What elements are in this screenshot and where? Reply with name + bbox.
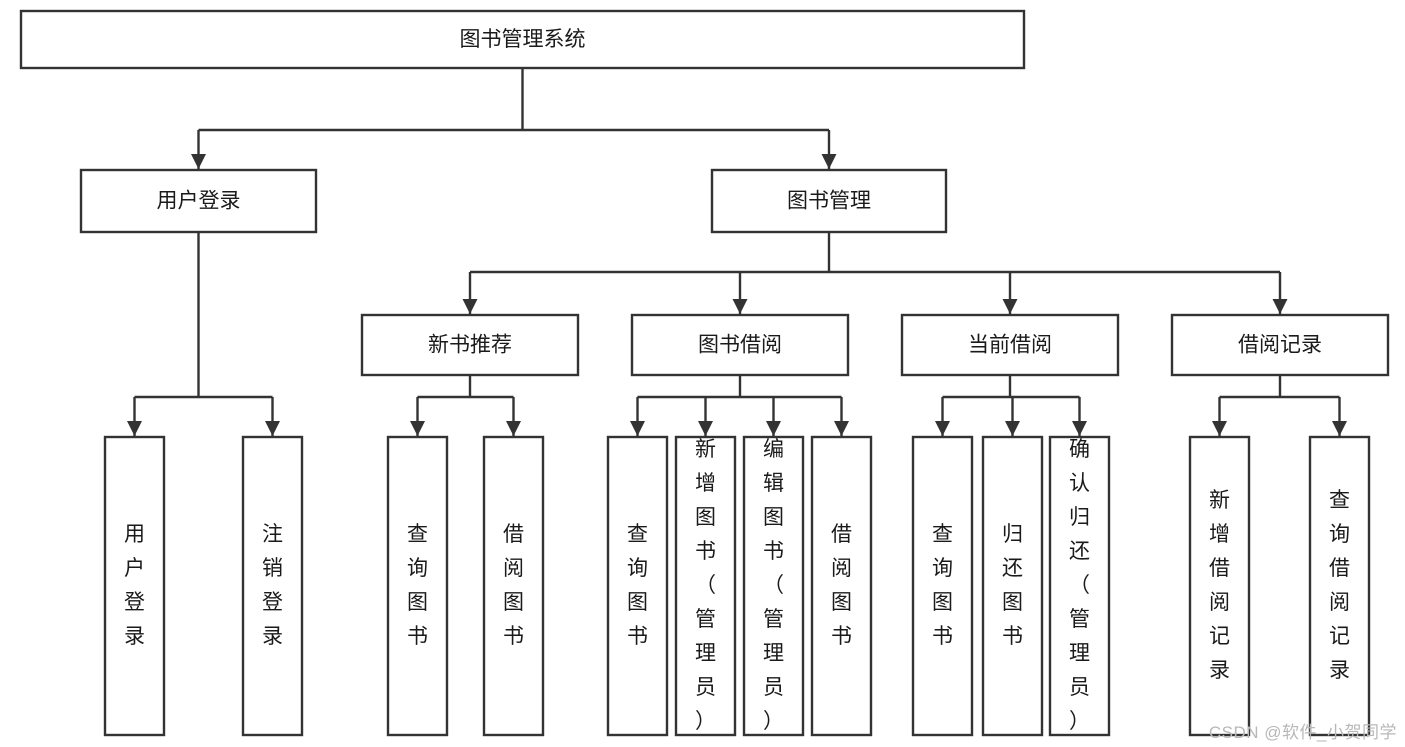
node-label: 编辑图书（管理员） xyxy=(763,438,784,733)
node-label: 确认归还（管理员） xyxy=(1069,438,1090,733)
node-leaf-edit-book[interactable]: 编辑图书（管理员） xyxy=(742,435,805,737)
node-box xyxy=(1308,435,1371,737)
edge-group-book-borrow xyxy=(630,375,849,436)
node-book-manage[interactable]: 图书管理 xyxy=(710,168,948,234)
node-label: 查询图书 xyxy=(932,523,953,648)
node-box xyxy=(241,435,304,737)
node-leaf-add-record[interactable]: 新增借阅记录 xyxy=(1188,435,1251,737)
node-user-login[interactable]: 用户登录 xyxy=(79,168,318,234)
node-label: 查询图书 xyxy=(627,523,648,648)
node-box xyxy=(630,313,850,377)
node-box xyxy=(710,168,948,234)
arrow-head xyxy=(1272,299,1288,314)
node-box xyxy=(674,435,737,737)
arrow-head xyxy=(935,421,950,436)
node-leaf-confirm-return[interactable]: 确认归还（管理员） xyxy=(1048,435,1111,737)
node-box xyxy=(900,313,1120,377)
node-leaf-query-book-3[interactable]: 查询图书 xyxy=(911,435,974,737)
arrow-head xyxy=(1072,421,1087,436)
node-label: 用户登录 xyxy=(157,190,241,213)
arrow-head xyxy=(821,154,837,169)
node-leaf-query-book-2[interactable]: 查询图书 xyxy=(606,435,669,737)
node-box xyxy=(981,435,1044,737)
node-label: 新增图书（管理员） xyxy=(695,438,716,733)
edge-group-root xyxy=(191,68,837,169)
node-book-borrow[interactable]: 图书借阅 xyxy=(630,313,850,377)
node-leaf-query-book-1[interactable]: 查询图书 xyxy=(386,435,449,737)
node-box xyxy=(1048,435,1111,737)
arrow-head xyxy=(1212,421,1227,436)
node-leaf-logout[interactable]: 注销登录 xyxy=(241,435,304,737)
node-label: 图书管理 xyxy=(787,190,871,213)
node-label: 当前借阅 xyxy=(968,334,1052,357)
edge-group-book-manage xyxy=(462,232,1288,314)
arrow-head xyxy=(766,421,781,436)
node-leaf-add-book[interactable]: 新增图书（管理员） xyxy=(674,435,737,737)
arrow-head xyxy=(1332,421,1347,436)
node-box xyxy=(606,435,669,737)
node-label: 新增借阅记录 xyxy=(1209,489,1230,682)
arrow-head xyxy=(462,299,478,314)
node-leaf-user-login[interactable]: 用户登录 xyxy=(103,435,166,737)
arrow-head xyxy=(265,421,280,436)
nodes-layer: 图书管理系统用户登录图书管理新书推荐图书借阅当前借阅借阅记录用户登录注销登录查询… xyxy=(19,9,1390,737)
arrow-head xyxy=(732,299,748,314)
arrow-head xyxy=(698,421,713,436)
node-box xyxy=(19,9,1026,70)
node-leaf-return-book[interactable]: 归还图书 xyxy=(981,435,1044,737)
arrow-head xyxy=(506,421,521,436)
node-root[interactable]: 图书管理系统 xyxy=(19,9,1026,70)
node-label: 新书推荐 xyxy=(428,334,512,357)
edge-group-new-book-rec xyxy=(410,375,521,436)
node-borrow-record[interactable]: 借阅记录 xyxy=(1170,313,1390,377)
node-box xyxy=(1170,313,1390,377)
node-label: 查询借阅记录 xyxy=(1329,489,1350,682)
node-new-book-rec[interactable]: 新书推荐 xyxy=(360,313,580,377)
arrow-head xyxy=(127,421,142,436)
arrow-head xyxy=(1005,421,1020,436)
node-box xyxy=(1188,435,1251,737)
node-leaf-borrow-book-1[interactable]: 借阅图书 xyxy=(482,435,545,737)
node-leaf-query-record[interactable]: 查询借阅记录 xyxy=(1308,435,1371,737)
edge-group-user-login xyxy=(127,232,280,436)
node-label: 查询图书 xyxy=(407,523,428,648)
node-label: 用户登录 xyxy=(124,523,145,648)
arrow-head xyxy=(191,154,206,169)
node-label: 图书管理系统 xyxy=(460,28,586,51)
node-box xyxy=(79,168,318,234)
node-label: 借阅图书 xyxy=(503,523,524,648)
node-label: 归还图书 xyxy=(1002,523,1023,648)
edges-layer xyxy=(127,68,1347,436)
arrow-head xyxy=(834,421,849,436)
node-box xyxy=(360,313,580,377)
node-box xyxy=(810,435,873,737)
node-box xyxy=(911,435,974,737)
node-box xyxy=(742,435,805,737)
node-box xyxy=(103,435,166,737)
node-leaf-borrow-book-2[interactable]: 借阅图书 xyxy=(810,435,873,737)
edge-group-current-borrow xyxy=(935,375,1087,436)
edge-group-borrow-record xyxy=(1212,375,1347,436)
arrow-head xyxy=(630,421,645,436)
node-current-borrow[interactable]: 当前借阅 xyxy=(900,313,1120,377)
arrow-head xyxy=(410,421,425,436)
node-label: 借阅图书 xyxy=(831,523,852,648)
node-label: 借阅记录 xyxy=(1238,334,1322,357)
arrow-head xyxy=(1002,299,1018,314)
node-box xyxy=(386,435,449,737)
node-label: 图书借阅 xyxy=(698,334,782,357)
node-label: 注销登录 xyxy=(262,523,283,648)
node-box xyxy=(482,435,545,737)
